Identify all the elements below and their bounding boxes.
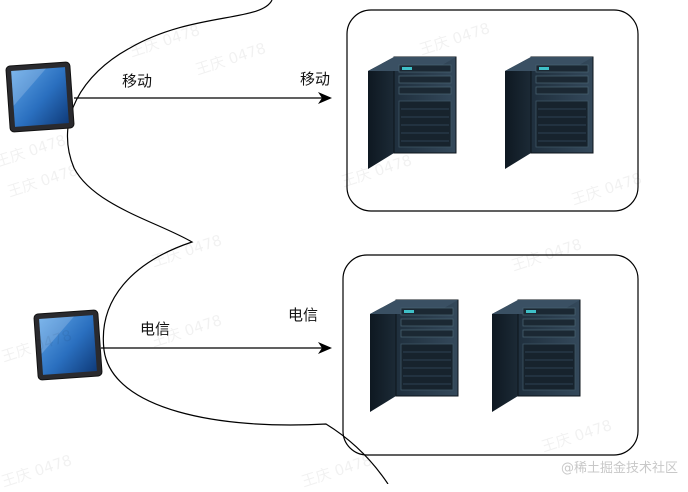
server-group-bottom-box xyxy=(342,254,639,456)
tablet-icon xyxy=(33,309,103,381)
server-icon xyxy=(369,299,459,413)
top-link-label-client: 移动 xyxy=(122,72,153,90)
server-group-top-box xyxy=(346,9,639,212)
bottom-connection-arrow xyxy=(101,342,332,354)
source-credit: @稀土掘金技术社区 xyxy=(560,461,678,476)
tablet-icon xyxy=(5,61,75,133)
server-icon xyxy=(504,56,594,170)
network-cloud-boundary xyxy=(66,0,389,484)
server-icon xyxy=(367,56,457,170)
bottom-link-label-servers: 电信 xyxy=(288,306,319,324)
bottom-link-label-client: 电信 xyxy=(140,320,171,338)
server-icon xyxy=(491,299,581,413)
top-connection-arrow xyxy=(74,92,332,104)
top-link-label-servers: 移动 xyxy=(300,70,331,88)
